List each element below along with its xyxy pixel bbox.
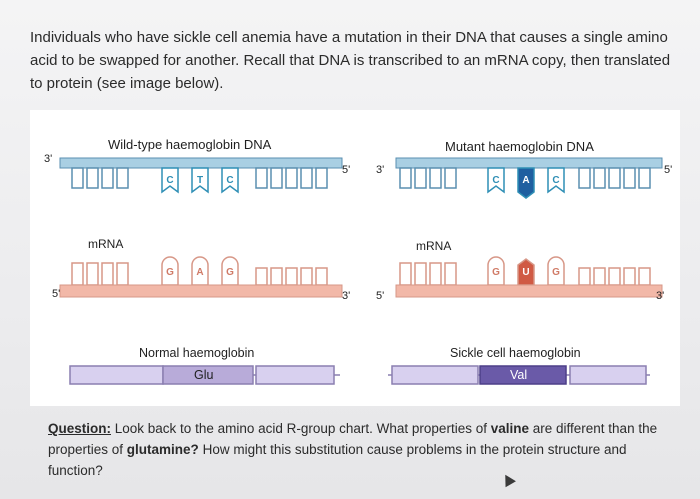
mutant-dna-title: Mutant haemoglobin DNA xyxy=(445,139,594,154)
wildtype-protein-right xyxy=(255,365,335,385)
mutant-protein-right xyxy=(569,365,647,385)
mutant-mrna-end-right: 3' xyxy=(656,290,665,302)
question-text-2: are different than the properties of xyxy=(48,421,658,457)
wildtype-dna-codon xyxy=(161,167,239,194)
normal-protein-label: Normal haemoglobin xyxy=(139,346,255,360)
wildtype-dna-base-2: T xyxy=(196,175,204,186)
mutant-dna-teeth xyxy=(399,167,651,189)
mutant-mrna-base-2: U xyxy=(522,267,530,278)
wildtype-dna-base-1: C xyxy=(166,175,174,186)
mutant-dna-backbone xyxy=(395,157,663,169)
question-text-1: Look back to the amino acid R-group char… xyxy=(114,421,491,436)
figure-graphics xyxy=(59,157,663,385)
wildtype-protein-left xyxy=(69,365,164,385)
mutant-mrna-end-left: 5' xyxy=(376,290,385,302)
wildtype-mrna-base-3: G xyxy=(226,267,234,278)
wildtype-dna-teeth xyxy=(71,167,328,189)
wildtype-mrna-end-left: 5' xyxy=(52,288,61,300)
wildtype-dna-end-right: 5' xyxy=(342,164,351,176)
question-label: Question: xyxy=(48,421,111,436)
mutant-mrna-base-3: G xyxy=(552,267,560,278)
question-glutamine: glutamine? xyxy=(126,442,199,457)
mutant-dna-end-right: 5' xyxy=(664,164,673,176)
question-text-3: How might this substitution cause proble… xyxy=(48,442,627,478)
dna-figure: Wild-type haemoglobin DNA Mutant haemogl… xyxy=(30,110,680,406)
mutant-mrna-label: mRNA xyxy=(416,239,452,253)
mutant-dna-base-3: C xyxy=(552,175,560,186)
wildtype-mrna-label: mRNA xyxy=(88,237,124,251)
mutant-mrna-backbone xyxy=(395,284,663,298)
wildtype-dna-title: Wild-type haemoglobin DNA xyxy=(108,137,272,152)
wildtype-mrna-base-1: G xyxy=(166,267,174,278)
intro-paragraph: Individuals who have sickle cell anemia … xyxy=(30,29,671,92)
mutant-protein-label: Sickle cell haemoglobin xyxy=(450,346,581,360)
mutant-dna-base-1: C xyxy=(492,175,500,186)
mutant-dna-end-left: 3' xyxy=(376,164,385,176)
wildtype-dna-end-left: 3' xyxy=(44,153,53,165)
mutant-protein-left xyxy=(391,365,479,385)
wildtype-dna-base-3: C xyxy=(226,175,234,186)
mutant-mrna-codon xyxy=(487,256,565,286)
mutant-mrna-base-1: G xyxy=(492,267,500,278)
wildtype-mrna-base-2: A xyxy=(196,267,204,278)
mutant-amino-acid: Val xyxy=(510,368,528,382)
wildtype-mrna-end-right: 3' xyxy=(342,290,351,302)
wildtype-protein-glu-block xyxy=(162,365,254,385)
wildtype-mrna-codon xyxy=(161,256,239,286)
question-valine: valine xyxy=(490,421,529,436)
wildtype-mrna-backbone xyxy=(59,284,343,298)
mutant-protein-val-block xyxy=(479,365,567,385)
question-paragraph: Question: Look back to the amino acid R-… xyxy=(48,418,673,481)
mutant-dna-base-2: A xyxy=(522,175,530,186)
normal-amino-acid: Glu xyxy=(194,368,214,382)
wildtype-dna-backbone xyxy=(59,157,343,169)
mutant-dna-codon xyxy=(487,167,565,199)
